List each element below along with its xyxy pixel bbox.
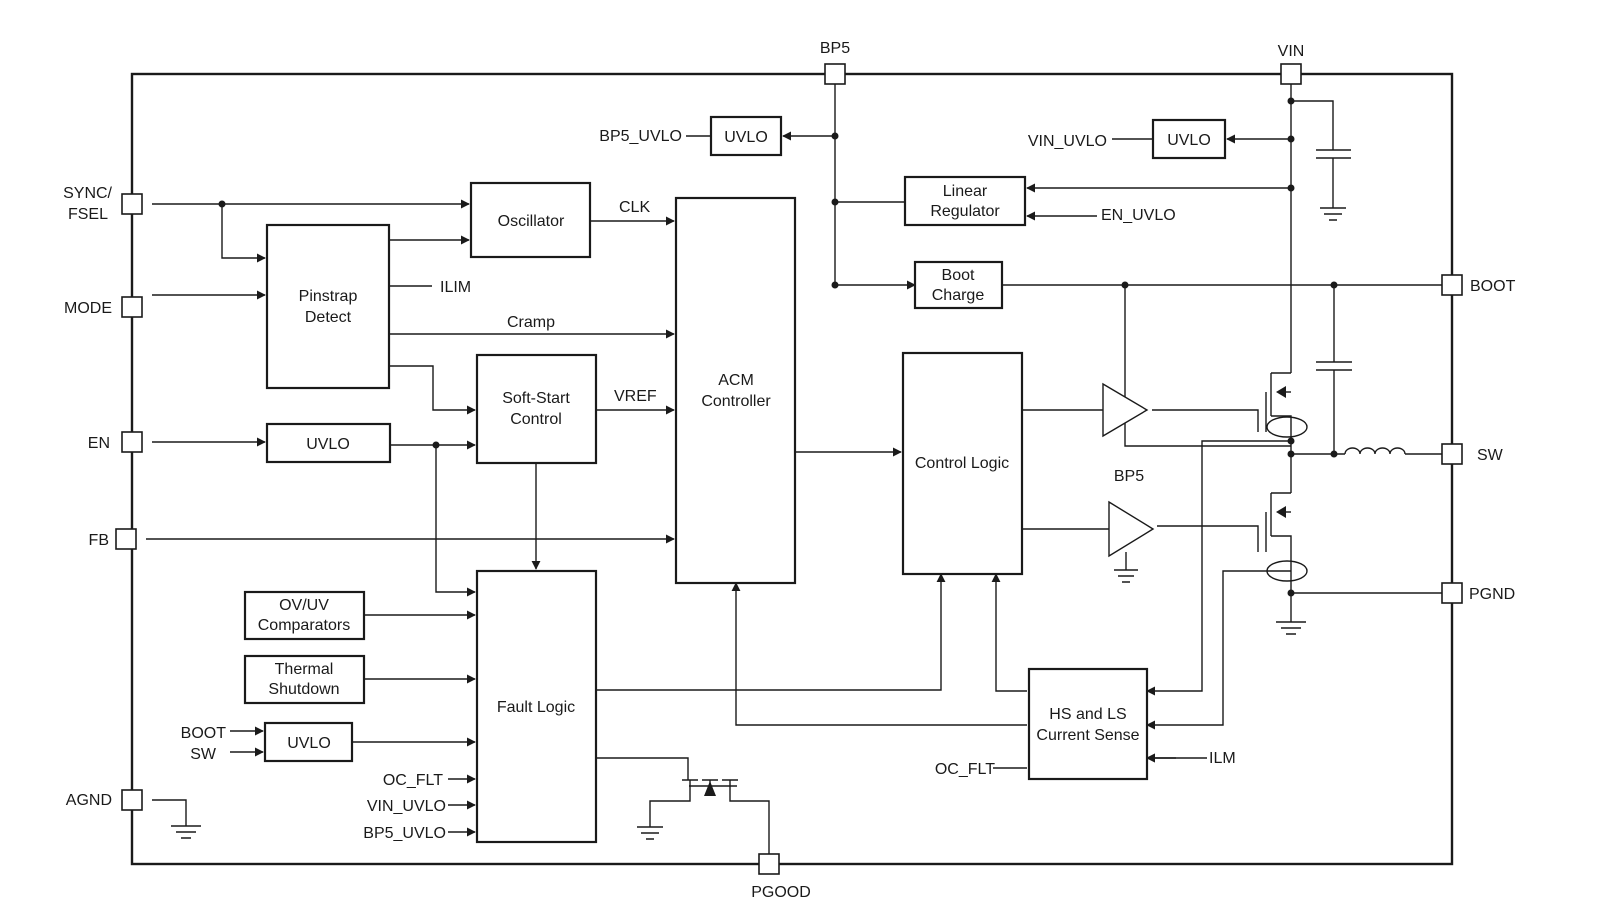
pin-bp5-label: BP5 bbox=[820, 40, 850, 57]
oscillator-block bbox=[469, 181, 592, 259]
pin-sw-label: SW bbox=[1477, 447, 1504, 464]
hs-ls-current-sense-label-line1: HS and LS bbox=[1049, 706, 1126, 723]
ls-current-sense-ellipse bbox=[1266, 560, 1308, 582]
uvlo-bp5-label: UVLO bbox=[724, 129, 768, 146]
signal-vin-uvlo-in: VIN_UVLO bbox=[367, 798, 446, 815]
signal-en-uvlo: EN_UVLO bbox=[1101, 207, 1176, 224]
signal-oc-flt-out: OC_FLT bbox=[935, 761, 995, 778]
pinstrap-detect-label-line1: Pinstrap bbox=[299, 288, 358, 305]
high-side-driver-buffer bbox=[1102, 382, 1149, 438]
signal-sw-in: SW bbox=[190, 746, 217, 763]
fault-logic-block bbox=[475, 569, 598, 844]
signal-ilm: ILM bbox=[1209, 750, 1236, 767]
soft-start-control-block bbox=[475, 353, 598, 465]
hs-ls-current-sense-block bbox=[1027, 667, 1149, 781]
signal-bp5-uvlo-in: BP5_UVLO bbox=[363, 825, 446, 842]
pin-vin-label: VIN bbox=[1278, 43, 1305, 60]
signal-bp5-driver: BP5 bbox=[1114, 468, 1144, 485]
oscillator-label: Oscillator bbox=[498, 213, 565, 230]
wires bbox=[146, 84, 1446, 854]
acm-controller-label-line1: ACM bbox=[718, 372, 754, 389]
pinstrap-detect-label-line2: Detect bbox=[305, 309, 352, 326]
pin-pgnd bbox=[1441, 582, 1463, 604]
pin-mode bbox=[121, 296, 143, 318]
pin-agnd bbox=[121, 789, 143, 811]
signal-vref: VREF bbox=[614, 388, 657, 405]
pin-sync-fsel bbox=[121, 193, 143, 215]
signal-clk: CLK bbox=[619, 199, 650, 216]
junction-dots bbox=[218, 97, 1338, 597]
uvlo-vin-label: UVLO bbox=[1167, 132, 1211, 149]
linear-regulator-label-line1: Linear bbox=[943, 183, 988, 200]
uvlo-boot-label: UVLO bbox=[287, 735, 331, 752]
pin-sw bbox=[1441, 443, 1463, 465]
uvlo-boot-block bbox=[263, 721, 354, 763]
ov-uv-comparators-label-line1: OV/UV bbox=[279, 597, 329, 614]
acm-controller-block bbox=[674, 196, 797, 585]
soft-start-control-label-line2: Control bbox=[510, 411, 562, 428]
control-logic-label: Control Logic bbox=[915, 455, 1009, 472]
pin-boot-label: BOOT bbox=[1470, 278, 1516, 295]
pin-mode-label: MODE bbox=[64, 300, 112, 317]
signal-bp5-uvlo-out: BP5_UVLO bbox=[599, 128, 682, 145]
pin-pgood-label: PGOOD bbox=[751, 884, 811, 901]
signal-boot-in: BOOT bbox=[181, 725, 227, 742]
pinstrap-detect-block bbox=[265, 223, 391, 390]
hs-ls-current-sense-label-line2: Current Sense bbox=[1036, 727, 1139, 744]
low-side-driver-buffer bbox=[1108, 500, 1155, 558]
signal-vin-uvlo-out: VIN_UVLO bbox=[1028, 133, 1107, 150]
pin-boot bbox=[1441, 274, 1463, 296]
pin-en bbox=[121, 431, 143, 453]
thermal-shutdown-block bbox=[243, 654, 366, 705]
signal-oc-flt-in: OC_FLT bbox=[383, 772, 443, 789]
pin-bp5 bbox=[824, 63, 846, 85]
pin-agnd-label: AGND bbox=[66, 792, 112, 809]
pin-fb-label: FB bbox=[89, 532, 109, 549]
control-logic-block bbox=[901, 351, 1024, 576]
boot-charge-label-line2: Charge bbox=[932, 287, 985, 304]
hs-current-sense-ellipse bbox=[1266, 416, 1308, 438]
ic-boundary bbox=[130, 72, 1454, 866]
fault-logic-label: Fault Logic bbox=[497, 699, 575, 716]
pin-sync-fsel-label-line1: SYNC/ bbox=[63, 185, 112, 202]
signal-cramp: Cramp bbox=[507, 314, 555, 331]
pin-sync-fsel-label-line2: FSEL bbox=[68, 206, 108, 223]
signal-ilim: ILIM bbox=[440, 279, 471, 296]
uvlo-en-label: UVLO bbox=[306, 436, 350, 453]
uvlo-en-block bbox=[265, 422, 392, 464]
boot-charge-block bbox=[913, 260, 1004, 310]
uvlo-vin-block bbox=[1151, 118, 1227, 160]
pin-fb bbox=[115, 528, 137, 550]
linear-regulator-label-line2: Regulator bbox=[930, 203, 1000, 220]
pin-en-label: EN bbox=[88, 435, 110, 452]
pin-pgnd-label: PGND bbox=[1469, 586, 1515, 603]
pin-vin bbox=[1280, 63, 1302, 85]
soft-start-control-label-line1: Soft-Start bbox=[502, 390, 570, 407]
thermal-shutdown-label-line2: Shutdown bbox=[268, 681, 339, 698]
pin-pgood bbox=[758, 853, 780, 875]
linear-regulator-block bbox=[903, 175, 1027, 227]
uvlo-bp5-block bbox=[709, 115, 783, 157]
acm-controller-label-line2: Controller bbox=[701, 393, 771, 410]
ov-uv-comparators-label-line2: Comparators bbox=[258, 617, 350, 634]
ov-uv-comparators-block bbox=[243, 590, 366, 641]
thermal-shutdown-label-line1: Thermal bbox=[275, 661, 334, 678]
boot-charge-label-line1: Boot bbox=[942, 267, 975, 284]
